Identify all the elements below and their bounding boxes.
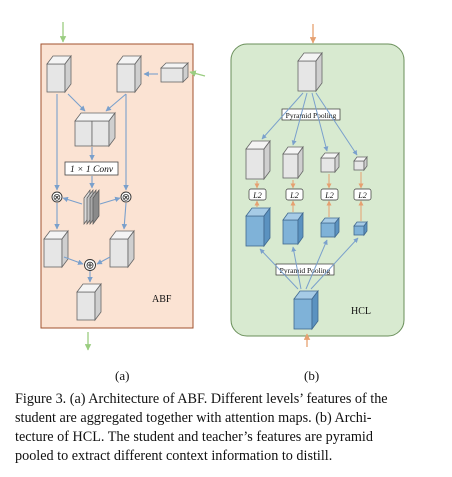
abf-multiply-right-circle — [120, 191, 132, 203]
hcl-loss-label-2: L2 — [289, 191, 298, 200]
abf-panel: 1 × 1 Conv ⊗ ⊗ ⊕ — [40, 22, 206, 351]
subfigure-label-a: (a) — [115, 368, 129, 383]
hcl-student-cube — [293, 289, 319, 331]
abf-connection-arrows — [54, 71, 158, 283]
abf-concat-cube — [74, 111, 116, 148]
hcl-teacher-pooled-1 — [245, 139, 271, 181]
figure-caption: Figure 3. (a) Architecture of ABF. Diffe… — [15, 390, 440, 466]
abf-conv-label: 1 × 1 Conv — [70, 165, 114, 175]
abf-weighted-cube-left — [43, 229, 69, 269]
abf-name-label: ABF — [152, 294, 172, 305]
hcl-student-pooled-3 — [320, 216, 340, 239]
hcl-loss-label-1: L2 — [252, 191, 261, 200]
hcl-panel: Pyramid Pooling L2 — [230, 24, 405, 347]
abf-multiply-right-symbol: ⊗ — [122, 193, 130, 204]
abf-conv-box — [64, 161, 119, 176]
hcl-teacher-pooled-4 — [353, 155, 368, 172]
hcl-pooling-bottom-box — [275, 263, 335, 276]
hcl-student-pooled-4 — [353, 220, 368, 237]
abf-side-input-arrow — [189, 70, 206, 77]
hcl-student-pooled-2 — [282, 211, 304, 246]
caption-line-3: tecture of HCL. The student and teacher’… — [15, 429, 373, 445]
abf-multiply-left-symbol: ⊗ — [53, 193, 61, 204]
abf-output-cube — [76, 282, 102, 322]
caption-line-1: Figure 3. (a) Architecture of ABF. Diffe… — [15, 391, 388, 407]
subfigure-label-b: (b) — [304, 368, 319, 383]
caption-line-2: student are aggregated together with att… — [15, 410, 372, 426]
abf-feature-cube-small — [160, 62, 189, 83]
hcl-loss-label-4: L2 — [357, 191, 366, 200]
hcl-panel-background — [230, 43, 405, 337]
abf-add-symbol: ⊕ — [86, 260, 95, 272]
hcl-pooling-top-label: Pyramid Pooling — [286, 111, 337, 120]
hcl-teacher-cube — [297, 51, 323, 93]
abf-attention-maps — [83, 188, 100, 226]
figure-diagram: 1 × 1 Conv ⊗ ⊗ ⊕ — [40, 22, 405, 383]
abf-feature-cube-right — [116, 54, 142, 94]
hcl-student-pooled-1 — [245, 206, 271, 248]
hcl-loss-arrows — [254, 172, 364, 221]
hcl-loss-boxes — [248, 188, 372, 201]
hcl-teacher-pooled-2 — [282, 145, 304, 180]
hcl-pooling-arrows — [259, 92, 359, 290]
hcl-teacher-pooled-3 — [320, 151, 340, 174]
hcl-loss-label-3: L2 — [324, 191, 333, 200]
caption-line-4: pooled to extract different context info… — [15, 448, 333, 464]
abf-add-circle — [84, 259, 96, 271]
hcl-pooling-top-box — [281, 108, 341, 121]
hcl-name-label: HCL — [351, 306, 371, 317]
abf-feature-cube-left — [46, 54, 72, 94]
hcl-pooling-bottom-label: Pyramid Pooling — [280, 266, 331, 275]
abf-weighted-cube-right — [109, 229, 135, 269]
abf-multiply-left-circle — [51, 191, 63, 203]
